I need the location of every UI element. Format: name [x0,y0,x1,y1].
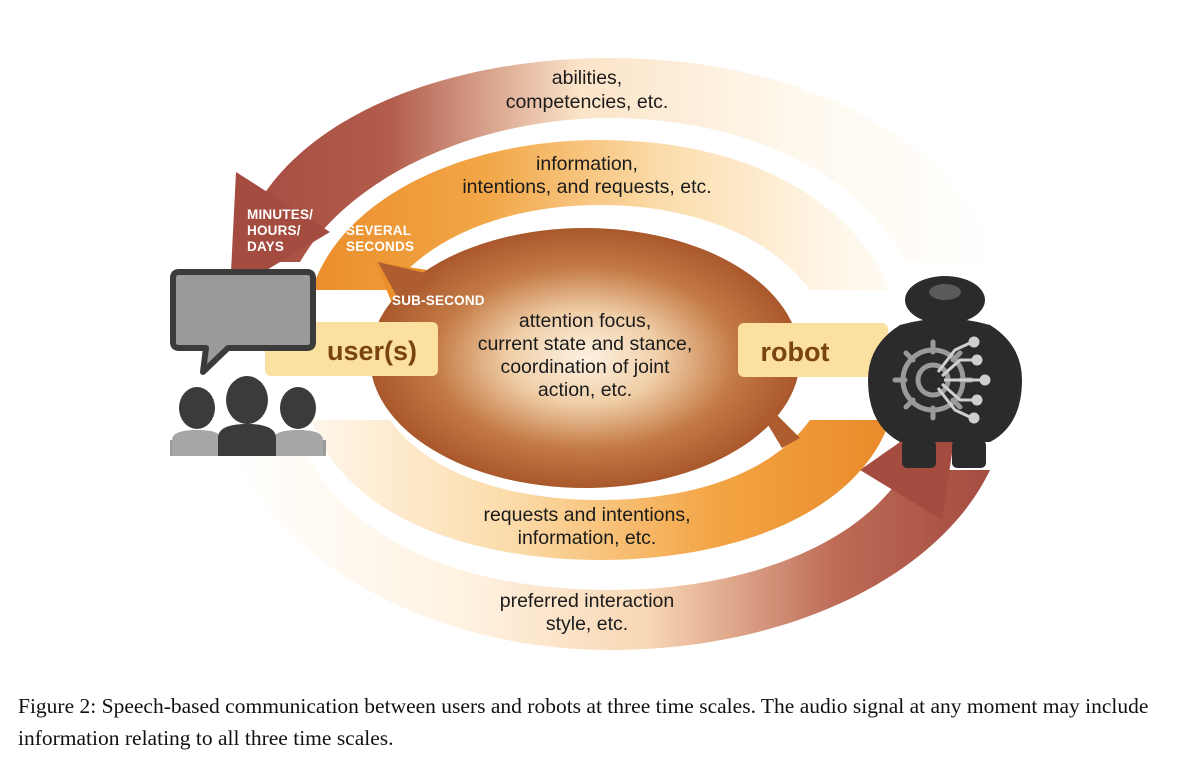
middle-top-line-1: information, [536,153,638,175]
inner-ring [370,228,800,488]
robot-gear-circuit-icon [868,276,1022,468]
inner-center-line-1: attention focus, [519,310,651,332]
users-speech-bubble-icon [170,269,326,456]
middle-bottom-line-1: requests and intentions, [483,504,690,526]
user-label: user(s) [327,336,417,366]
outer-bottom-line-2: style, etc. [546,613,628,635]
middle-scale-label: SEVERAL SECONDS [346,223,414,254]
middle-top-text: information, intentions, and requests, e… [462,153,711,198]
outer-ring-left-arrowhead [230,172,330,292]
middle-ring-top-arc [312,140,890,290]
inner-center-line-3: coordination of joint [500,356,670,378]
outer-top-line-2: competencies, etc. [506,91,669,113]
circuit-icon [936,336,991,424]
inner-scale-line-1: SUB-SECOND [392,293,485,308]
middle-ring-bottom-arc [312,420,890,560]
middle-scale-line-2: SECONDS [346,239,414,254]
outer-top-text: abilities, competencies, etc. [506,67,669,113]
robot-badge-box [738,323,888,377]
middle-top-line-2: intentions, and requests, etc. [462,176,711,198]
outer-scale-label: MINUTES/ HOURS/ DAYS [247,207,313,254]
outer-scale-line-2: HOURS/ [247,223,301,238]
inner-ring-left-arrowhead [378,262,438,306]
robot-right-foot [952,440,986,468]
robot-badge: robot [738,323,888,377]
outer-ring-top-arc [236,58,1000,262]
outer-top-line-1: abilities, [552,67,622,89]
inner-ring-right-arrowhead [765,410,800,448]
robot-left-foot [902,440,936,468]
speech-bubble-icon [170,269,316,375]
middle-bottom-text: requests and intentions, information, et… [483,504,690,549]
middle-scale-line-1: SEVERAL [346,223,411,238]
inner-center-line-2: current state and stance, [478,333,693,355]
middle-bottom-line-2: information, etc. [518,527,657,549]
outer-bottom-line-1: preferred interaction [500,590,675,612]
inner-center-line-4: action, etc. [538,379,632,401]
outer-scale-line-3: DAYS [247,239,284,254]
outer-scale-line-1: MINUTES/ [247,207,313,222]
inner-ring-ellipse [370,228,800,488]
timescale-diagram: user(s) robot abilities, competencies, e… [170,58,1022,650]
inner-center-text: attention focus, current state and stanc… [478,310,693,401]
figure-caption: Figure 2: Speech-based communication bet… [18,694,1149,750]
outer-ring-bottom-arc [230,440,990,650]
robot-label: robot [761,337,830,367]
inner-scale-label: SUB-SECOND [392,293,485,308]
outer-bottom-text: preferred interaction style, etc. [500,590,675,635]
